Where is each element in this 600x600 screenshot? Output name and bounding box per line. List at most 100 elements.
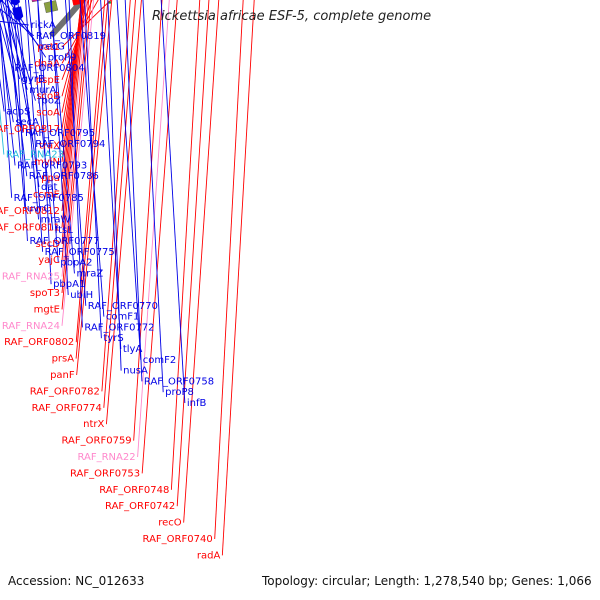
leader-line <box>170 0 201 490</box>
leader-line <box>116 0 142 360</box>
forward-gene-arrow <box>71 0 83 6</box>
leader-line <box>107 0 122 371</box>
leader-line <box>4 0 28 177</box>
leader-line <box>61 0 86 261</box>
leader-line <box>13 0 28 242</box>
gene-label: nusA <box>123 366 148 377</box>
gene-label: RAF_ORF0793 <box>17 160 87 171</box>
gene-label: comF2 <box>143 355 176 366</box>
leader-line <box>124 0 143 382</box>
leader-line <box>49 0 75 274</box>
gene-label: mraW <box>41 214 71 225</box>
gene-label: secD <box>35 239 60 250</box>
leader-line <box>0 22 16 166</box>
leader-line <box>176 0 210 507</box>
gene-label: traX <box>39 140 60 151</box>
gene-label: RAF_RNA22 <box>77 452 135 463</box>
gene-label: comF1 <box>106 312 139 323</box>
leader-line <box>61 0 82 179</box>
gene-label: RAF_ORF0753 <box>70 468 140 479</box>
gene-label: tlyA <box>123 344 143 355</box>
gene-label: RAF_ORF0748 <box>99 485 169 496</box>
leader-line <box>105 0 142 425</box>
genome-summary-text: Topology: circular; Length: 1,278,540 bp… <box>262 574 592 588</box>
gene-label: RAF_ORF0742 <box>105 501 175 512</box>
leader-line <box>61 0 83 162</box>
leader-line <box>76 0 113 376</box>
leader-line <box>68 0 83 328</box>
gene-label: infB <box>187 398 207 409</box>
leader-line <box>61 0 90 294</box>
reverse-gene-arrow <box>9 0 20 6</box>
leader-line <box>6 0 36 101</box>
gene-label: radA <box>197 550 221 561</box>
gene-label: RAF_ORF0812 <box>0 206 60 217</box>
gene-label: prsA <box>52 354 75 365</box>
gene-label: dat <box>41 182 57 193</box>
leader-line <box>141 0 178 474</box>
leader-line <box>61 0 89 97</box>
leader-line <box>61 0 95 326</box>
leader-line <box>101 0 131 392</box>
leader-line <box>0 24 13 198</box>
gene-label: RAF_RNA24 <box>2 321 60 332</box>
leader-line <box>84 0 102 339</box>
leader-line <box>0 34 14 123</box>
leader-line <box>221 0 255 556</box>
gene-label: RAF_ORF0817 <box>0 124 60 135</box>
gene-label: RAF_ORF0785 <box>14 193 84 204</box>
gene-label: RAF_ORF0774 <box>32 403 102 414</box>
leader-line <box>1 0 40 47</box>
leader-line <box>65 0 87 306</box>
leader-line <box>142 0 164 393</box>
gene-label: acpS <box>6 106 30 117</box>
leader-line <box>1 0 28 90</box>
gene-label: murA <box>29 85 56 96</box>
leader-line <box>50 0 69 296</box>
gene-label: scoA <box>36 108 60 119</box>
leader-line <box>6 0 34 144</box>
gene-label: RAF_ORF0819 <box>36 31 106 42</box>
gene-label: ubiH <box>70 290 93 301</box>
leader-line <box>214 0 244 540</box>
gene-label: RAF_ORF0777 <box>29 236 99 247</box>
tick-track <box>108 1 111 4</box>
gene-label: pat1 <box>37 42 60 53</box>
leader-line <box>137 0 170 458</box>
leader-line <box>100 0 122 350</box>
gene-label: ftsL <box>55 225 73 236</box>
gene-label: RAF_ORF0770 <box>88 301 158 312</box>
gene-label: panF <box>50 370 75 381</box>
gene-label: recG <box>42 42 65 53</box>
leader-line <box>61 0 92 310</box>
leader-line <box>37 0 52 285</box>
leader-line <box>61 0 83 228</box>
gene-label: RAF_ORF0795 <box>25 128 95 139</box>
gene-label: scoB <box>36 91 60 102</box>
gene-label: dnaA <box>34 58 60 69</box>
leader-line <box>75 0 109 359</box>
gene-label: RAF_ORF0775 <box>45 247 115 258</box>
gene-label: RAF_RNA25 <box>2 272 60 283</box>
tick-mark <box>108 1 111 4</box>
leader-line <box>27 0 54 231</box>
leader-line <box>61 0 83 146</box>
leader-line <box>61 0 112 48</box>
leader-line <box>61 0 84 244</box>
gene-label: rpoZ <box>37 96 61 107</box>
gene-label: RAF_ORF0786 <box>29 171 99 182</box>
leader-line <box>160 0 186 404</box>
leader-line <box>7 0 47 58</box>
leader-line <box>0 21 13 69</box>
gene-label: RAF_ORF0740 <box>143 534 213 545</box>
gene-label: ppa <box>41 173 60 184</box>
leader-line <box>7 0 26 209</box>
gene-label: spoT3 <box>30 288 60 299</box>
map-title: Rickettsia africae ESF-5, complete genom… <box>152 9 432 24</box>
gene-label: yajC <box>38 255 60 266</box>
leader-line <box>75 0 106 343</box>
gene-label: RAF_ORF0758 <box>144 376 214 387</box>
leader-line <box>61 0 88 277</box>
gene-label: pbpA2 <box>60 258 92 269</box>
